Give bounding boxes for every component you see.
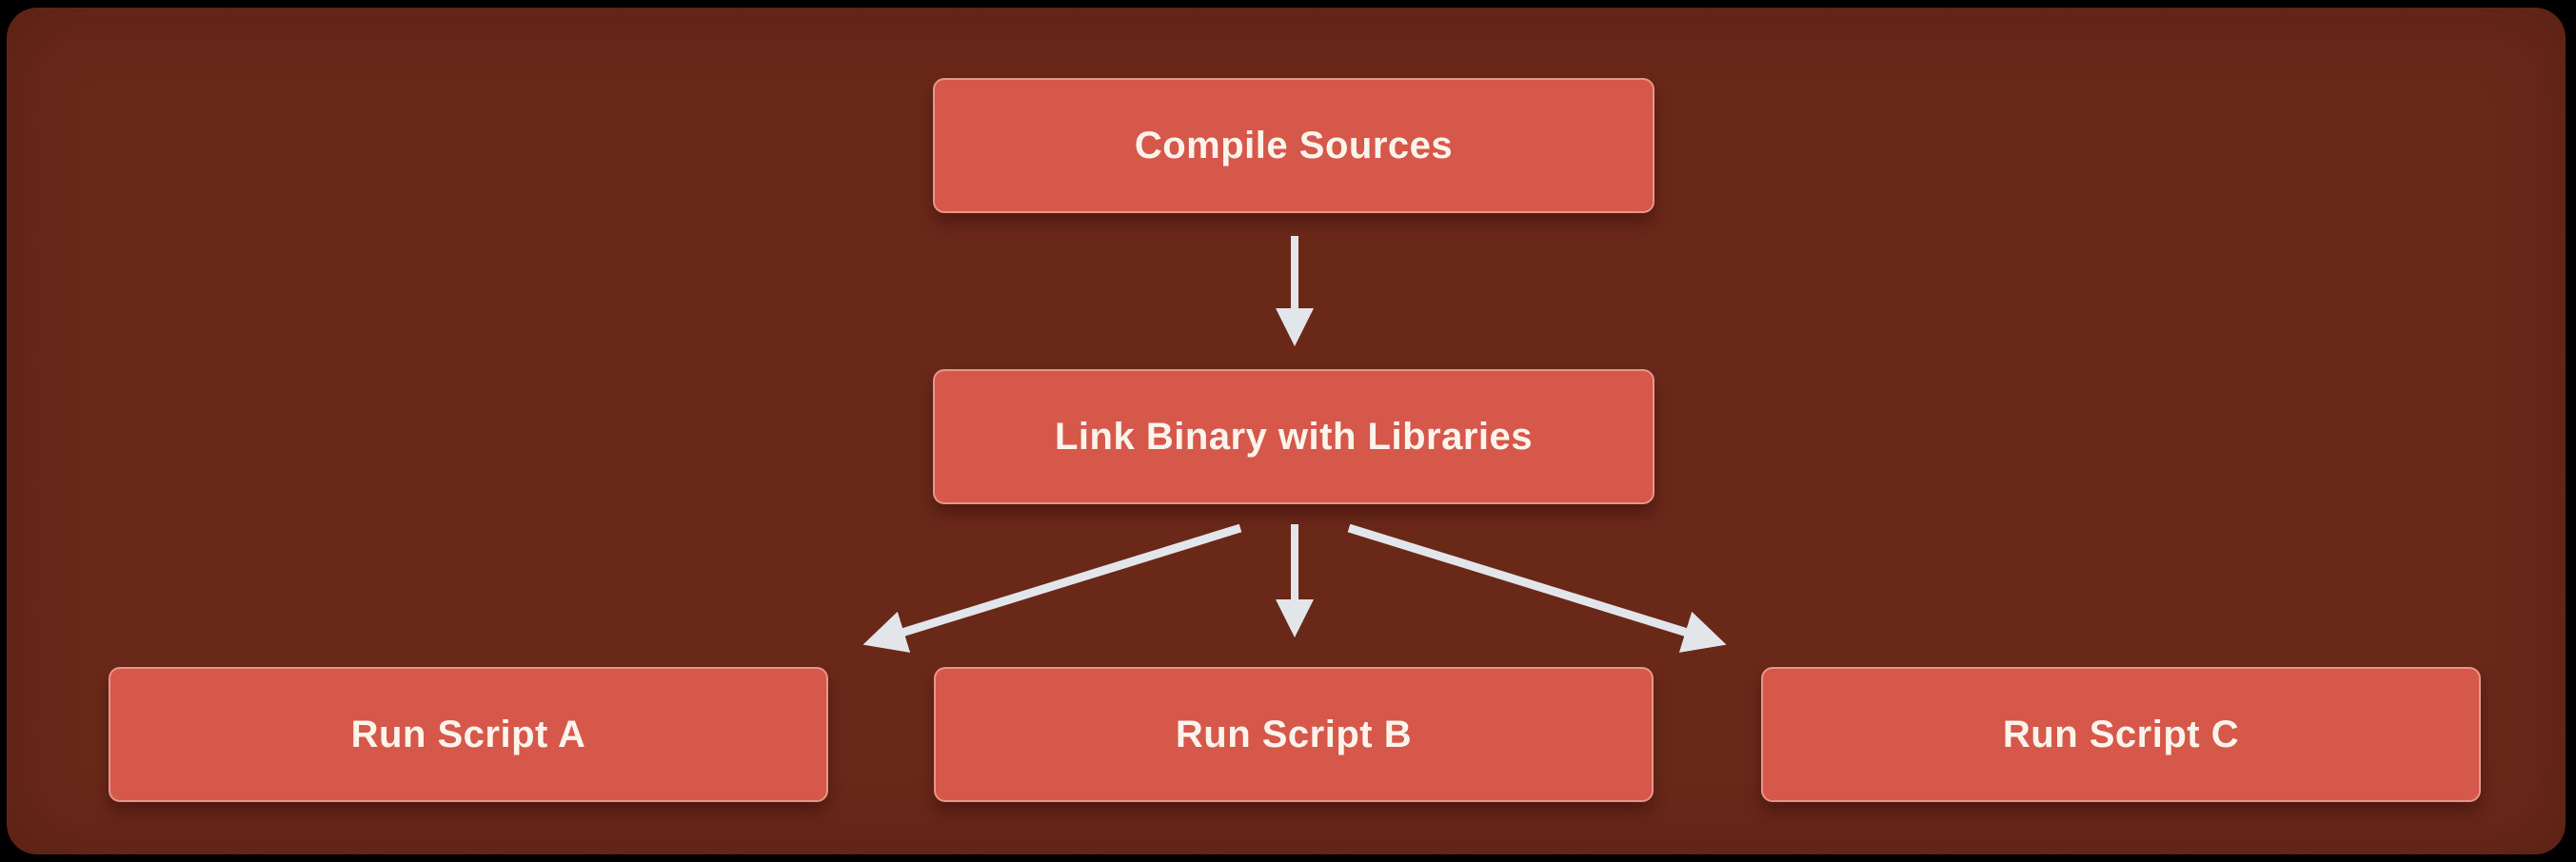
- node-compile-sources: Compile Sources: [933, 78, 1655, 213]
- node-run-script-a-label: Run Script A: [350, 713, 586, 755]
- node-link-binary-label: Link Binary with Libraries: [1054, 415, 1533, 458]
- node-link-binary-with-libraries: Link Binary with Libraries: [933, 369, 1655, 504]
- node-run-script-b-label: Run Script B: [1175, 713, 1413, 755]
- node-run-script-c: Run Script C: [1761, 667, 2481, 802]
- node-run-script-c-label: Run Script C: [2002, 713, 2240, 755]
- arrow-link-to-run-script-a: [862, 523, 1242, 653]
- diagram-panel: Compile Sources Link Binary with Librari…: [7, 8, 2566, 854]
- arrow-link-to-run-script-c: [1347, 523, 1727, 653]
- node-run-script-b: Run Script B: [934, 667, 1654, 802]
- node-run-script-a: Run Script A: [109, 667, 828, 802]
- node-compile-sources-label: Compile Sources: [1134, 124, 1454, 167]
